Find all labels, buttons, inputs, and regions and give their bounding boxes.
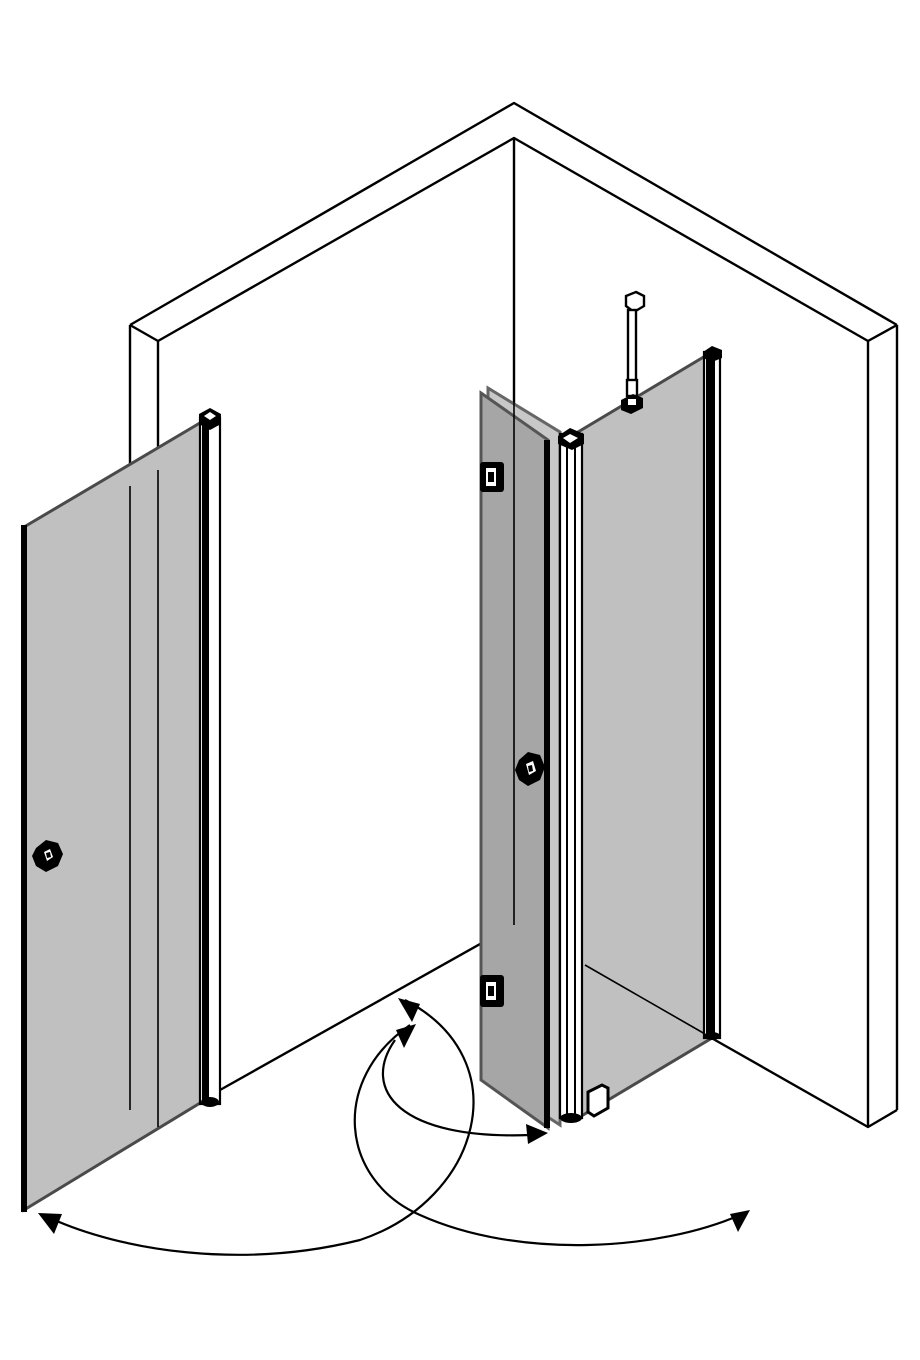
center-hinge-profile [558,428,584,1123]
right-fixed-panel [576,349,714,1121]
arrow-head-left-top [398,998,420,1022]
hinge-top [480,462,504,492]
swing-arrows [38,998,750,1256]
left-door-swing-arc [49,999,475,1256]
hinge-bottom [480,975,504,1007]
left-wall-profile [198,408,222,1107]
knob-center [515,752,545,786]
floor-stopper [586,1083,610,1118]
arrow-head-inner [526,1124,548,1144]
inner-panel-swing-arc [381,1039,531,1137]
left-door-panel [21,417,207,1213]
knob-left [32,840,63,872]
arrow-head-right [730,1210,750,1232]
arrow-head-right-top [396,1024,416,1048]
right-wall-profile [702,346,722,1040]
stabilizer-bar [621,290,646,414]
arrow-head-left [38,1213,62,1234]
right-door-swing-arc [353,1024,741,1247]
